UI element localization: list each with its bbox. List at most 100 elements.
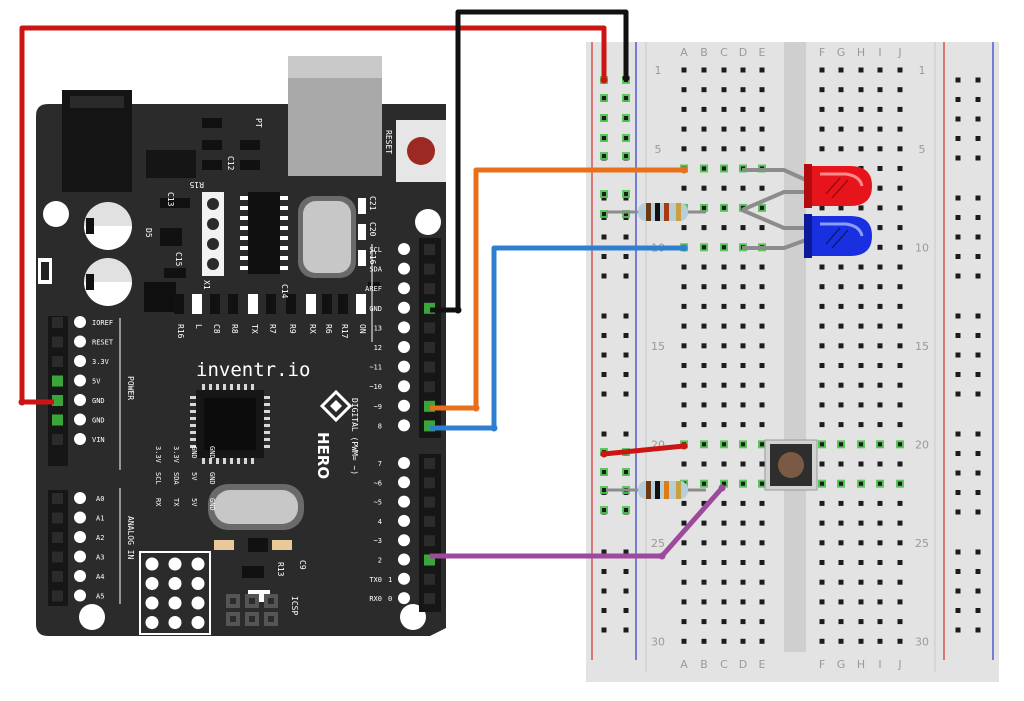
indicator-label: R9 — [288, 324, 297, 334]
digital-socket[interactable] — [424, 400, 435, 412]
connected-hole-center — [741, 442, 745, 447]
chip-pin — [280, 256, 288, 260]
wire-end-dot — [454, 306, 462, 314]
breadboard-hole — [701, 126, 707, 132]
rail-hole — [975, 313, 981, 319]
pin-block-pin — [145, 557, 159, 571]
row-label-left: 1 — [655, 64, 662, 77]
digital-socket[interactable] — [424, 496, 435, 508]
breadboard-hole — [701, 402, 707, 408]
breadboard-hole — [819, 146, 825, 152]
digital-socket[interactable] — [424, 263, 435, 275]
rail-hole — [955, 509, 961, 515]
rail-hole — [955, 549, 961, 555]
digital-socket[interactable] — [424, 515, 435, 527]
rail-hole — [601, 333, 607, 338]
breadboard-hole — [740, 382, 746, 388]
breadboard-hole — [740, 520, 746, 526]
voltage-regulator — [146, 150, 196, 178]
digital-socket[interactable] — [424, 302, 435, 314]
header-socket[interactable] — [52, 571, 63, 582]
breadboard-hole — [897, 225, 903, 231]
header-socket[interactable] — [52, 532, 63, 543]
breadboard-hole — [759, 323, 765, 329]
breadboard-hole — [681, 264, 687, 270]
breadboard-hole — [701, 500, 707, 506]
header-socket[interactable] — [52, 356, 63, 367]
mcu-pin — [190, 410, 196, 413]
breadboard-hole — [877, 185, 883, 191]
digital-pin-label: ~9 — [374, 403, 382, 411]
digital-socket[interactable] — [424, 361, 435, 373]
digital-socket[interactable] — [424, 593, 435, 605]
breadboard-hole — [701, 67, 707, 73]
header-pin-marker — [74, 531, 86, 543]
header-socket-connected — [52, 395, 63, 406]
breadboard-hole — [681, 67, 687, 73]
breadboard-hole — [759, 520, 765, 526]
analog-pin-label: A5 — [96, 593, 104, 601]
rail-hole — [975, 97, 981, 102]
bottom-smd-1 — [214, 540, 234, 550]
digital-socket[interactable] — [424, 477, 435, 489]
breadboard-hole — [858, 599, 864, 605]
chip-pin — [280, 236, 288, 240]
rail-hole — [955, 431, 961, 437]
breadboard-hole — [877, 520, 883, 526]
breadboard-hole — [701, 560, 707, 565]
digital-socket[interactable] — [424, 573, 435, 585]
header-socket[interactable] — [52, 317, 63, 328]
header-x1-hole — [207, 238, 219, 250]
rail-hole — [955, 490, 961, 495]
mcu-pin — [264, 410, 270, 413]
header-socket[interactable] — [52, 590, 63, 602]
mcu-pin — [190, 403, 196, 406]
mcu-pin — [237, 458, 240, 464]
connected-hole-center — [859, 481, 863, 486]
digital-pin-marker — [398, 495, 410, 508]
digital-socket[interactable] — [424, 342, 435, 353]
connected-hole-center — [820, 481, 824, 486]
smd-part-4 — [240, 140, 260, 150]
digital-socket[interactable] — [424, 283, 435, 295]
digital-pin-marker — [398, 419, 410, 432]
icsp-pin-hole — [268, 616, 274, 622]
digital-socket[interactable] — [424, 420, 435, 432]
connected-hole-center — [602, 192, 606, 196]
push-button[interactable] — [764, 439, 818, 491]
breadboard-hole — [740, 461, 746, 467]
usb-chip — [248, 192, 280, 274]
rail-hole — [975, 588, 981, 594]
digital-socket[interactable] — [424, 535, 435, 547]
header-socket[interactable] — [52, 551, 63, 563]
digital-socket[interactable] — [424, 244, 435, 255]
breadboard-hole — [759, 146, 765, 152]
rail-hole — [955, 273, 961, 279]
header-socket[interactable] — [52, 512, 63, 524]
center-channel — [784, 42, 806, 652]
digital-pin-marker — [398, 476, 410, 489]
breadboard-hole — [877, 500, 883, 506]
power-pin-label: GND — [92, 397, 105, 405]
header-socket[interactable] — [52, 493, 63, 504]
mcu-pin — [190, 417, 196, 420]
bottom-smd-2 — [272, 540, 292, 550]
digital-socket[interactable] — [424, 458, 435, 469]
breadboard-hole — [759, 540, 765, 546]
reset-button-cap[interactable] — [407, 137, 435, 165]
breadboard-hole — [681, 284, 687, 290]
pin-block-pin — [191, 557, 205, 571]
digital-socket[interactable] — [424, 381, 435, 393]
breadboard-hole — [759, 264, 765, 270]
breadboard-hole — [838, 520, 844, 526]
digital-socket[interactable] — [424, 554, 435, 566]
header-socket[interactable] — [52, 336, 63, 348]
row-label-left: 25 — [651, 537, 665, 550]
digital-socket[interactable] — [424, 322, 435, 334]
usb-connector-top — [288, 56, 382, 78]
rail-hole — [601, 372, 607, 377]
rail-hole — [975, 333, 981, 338]
red-power-wire — [19, 25, 607, 405]
connected-hole-center — [702, 245, 706, 250]
header-socket[interactable] — [52, 434, 63, 445]
